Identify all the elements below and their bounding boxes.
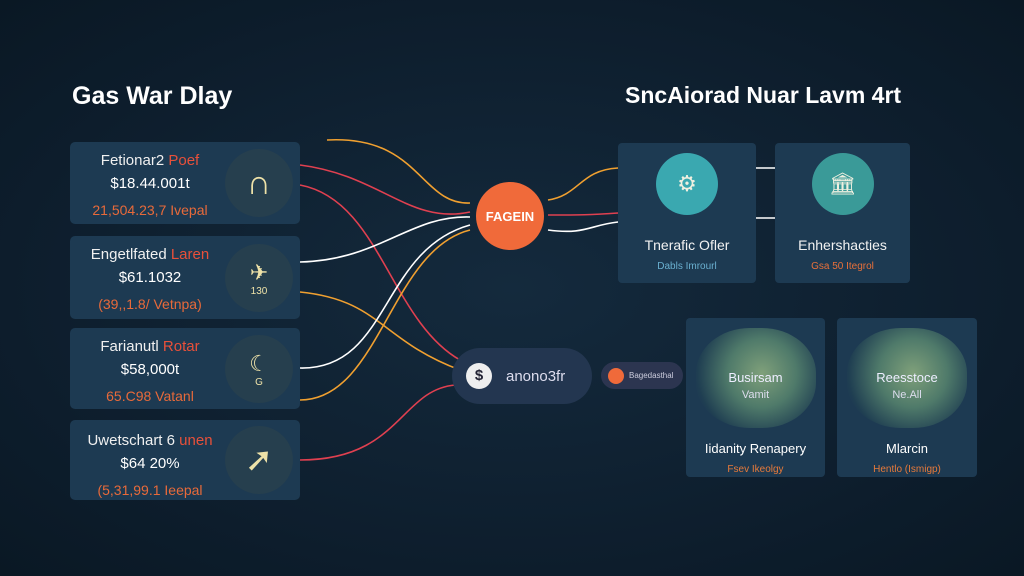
card-name: Engetlfated Laren	[70, 246, 230, 263]
hub-node[interactable]: FAGEIN	[476, 182, 544, 250]
pill-node[interactable]: $ anono3fr	[452, 348, 592, 404]
bottom-card-2[interactable]: Reesstoce Ne.All Mlarcin Hentlo (Ismigp)	[837, 318, 977, 477]
card-name: Mlarcin	[886, 441, 928, 456]
dollar-icon: $	[466, 363, 492, 389]
card-sub: (5,31,99.1 Ieepal	[97, 482, 203, 498]
plane-icon: ✈130	[225, 244, 293, 312]
card-sub: 21,504.23,7 Ivepal	[92, 202, 208, 218]
card-sub: Gsa 50 Itegrol	[811, 261, 874, 272]
traffic-icon: ⚙	[656, 153, 718, 215]
left-card-4[interactable]: Uwetschart 6 unen $64 20% (5,31,99.1 Iee…	[70, 420, 300, 500]
building-icon: 🏛	[811, 153, 874, 215]
pill-label: anono3fr	[506, 367, 566, 385]
left-title: Gas War Dlay	[72, 82, 233, 110]
arrow-icon: ➚	[225, 426, 293, 494]
card-name-text: Fetionar2	[100, 152, 165, 169]
right-title: SncAiorad Nuar Lavm 4rt	[625, 82, 902, 108]
card-name-highlight: Poef	[168, 152, 200, 169]
bottom-card-1[interactable]: Busirsam Vamit Iidanity Renapery Fsev Ik…	[686, 318, 825, 477]
card-name-text: Farianutl	[100, 338, 159, 355]
card-sub: Hentlo (Ismigp)	[873, 464, 941, 475]
card-value: $64 20%	[120, 455, 180, 472]
card-name: Fetionar2 Poef	[70, 152, 230, 169]
left-card-1[interactable]: Fetionar2 Poef $18.44.001t 21,504.23,7 I…	[70, 142, 300, 224]
card-name-highlight: Laren	[170, 246, 210, 263]
card-name-text: Engetlfated	[90, 246, 167, 263]
card-name-highlight: Rotar	[162, 338, 200, 355]
small-pill[interactable]: Bagedasthal	[601, 362, 683, 389]
card-sub: (39,,1.8/ Vetnpa)	[98, 296, 202, 312]
blob-graphic	[847, 328, 967, 428]
card-name: Farianutl Rotar	[70, 338, 230, 355]
card-sub: Fsev Ikeolgy	[727, 464, 784, 475]
card-sub: Dabls Imrourl	[657, 261, 717, 272]
card-line2: Ne.All	[892, 389, 922, 401]
left-card-3[interactable]: Farianutl Rotar $58,000t 65.C98 Vatanl ☾…	[70, 328, 300, 409]
blob-graphic	[696, 328, 816, 428]
card-name-text: Uwetschart 6	[87, 432, 175, 449]
card-line2: Vamit	[741, 389, 770, 401]
left-card-2[interactable]: Engetlfated Laren $61.1032 (39,,1.8/ Vet…	[70, 236, 300, 319]
card-value: $61.1032	[118, 269, 182, 286]
icon-label: G	[255, 376, 263, 388]
card-name: Enhershacties	[798, 237, 887, 253]
card-value: $58,000t	[120, 361, 180, 378]
card-name: Iidanity Renapery	[704, 441, 807, 456]
small-pill-label: Bagedasthal	[629, 371, 674, 380]
hub-label: FAGEIN	[485, 208, 535, 224]
card-line1: Reesstoce	[876, 370, 938, 385]
card-line1: Busirsam	[728, 370, 783, 385]
card-name: Tnerafic Ofler	[644, 237, 730, 253]
arch-icon: ∩	[225, 149, 293, 217]
card-name-highlight: unen	[179, 432, 213, 449]
card-sub: 65.C98 Vatanl	[106, 388, 194, 404]
clock-icon	[608, 367, 624, 384]
card-value: $18.44.001t	[110, 175, 190, 192]
moon-icon: ☾G	[225, 335, 293, 403]
icon-label: 130	[250, 285, 268, 297]
card-name: Uwetschart 6 unen	[70, 432, 230, 449]
top-card-2[interactable]: 🏛 Enhershacties Gsa 50 Itegrol	[775, 143, 910, 283]
top-card-1[interactable]: ⚙ Tnerafic Ofler Dabls Imrourl	[618, 143, 756, 283]
